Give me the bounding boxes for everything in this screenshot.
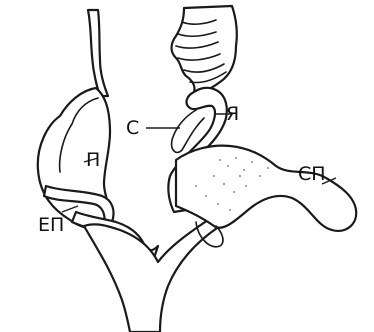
- right-coiled-gland: [172, 6, 237, 92]
- label-ep: ЕП: [38, 214, 64, 236]
- right-body: [176, 146, 356, 231]
- left-upper-duct: [88, 10, 108, 96]
- label-s: С: [126, 117, 139, 139]
- label-sp: СП: [298, 163, 326, 185]
- label-p: П: [86, 149, 100, 171]
- label-ya: Я: [226, 103, 239, 125]
